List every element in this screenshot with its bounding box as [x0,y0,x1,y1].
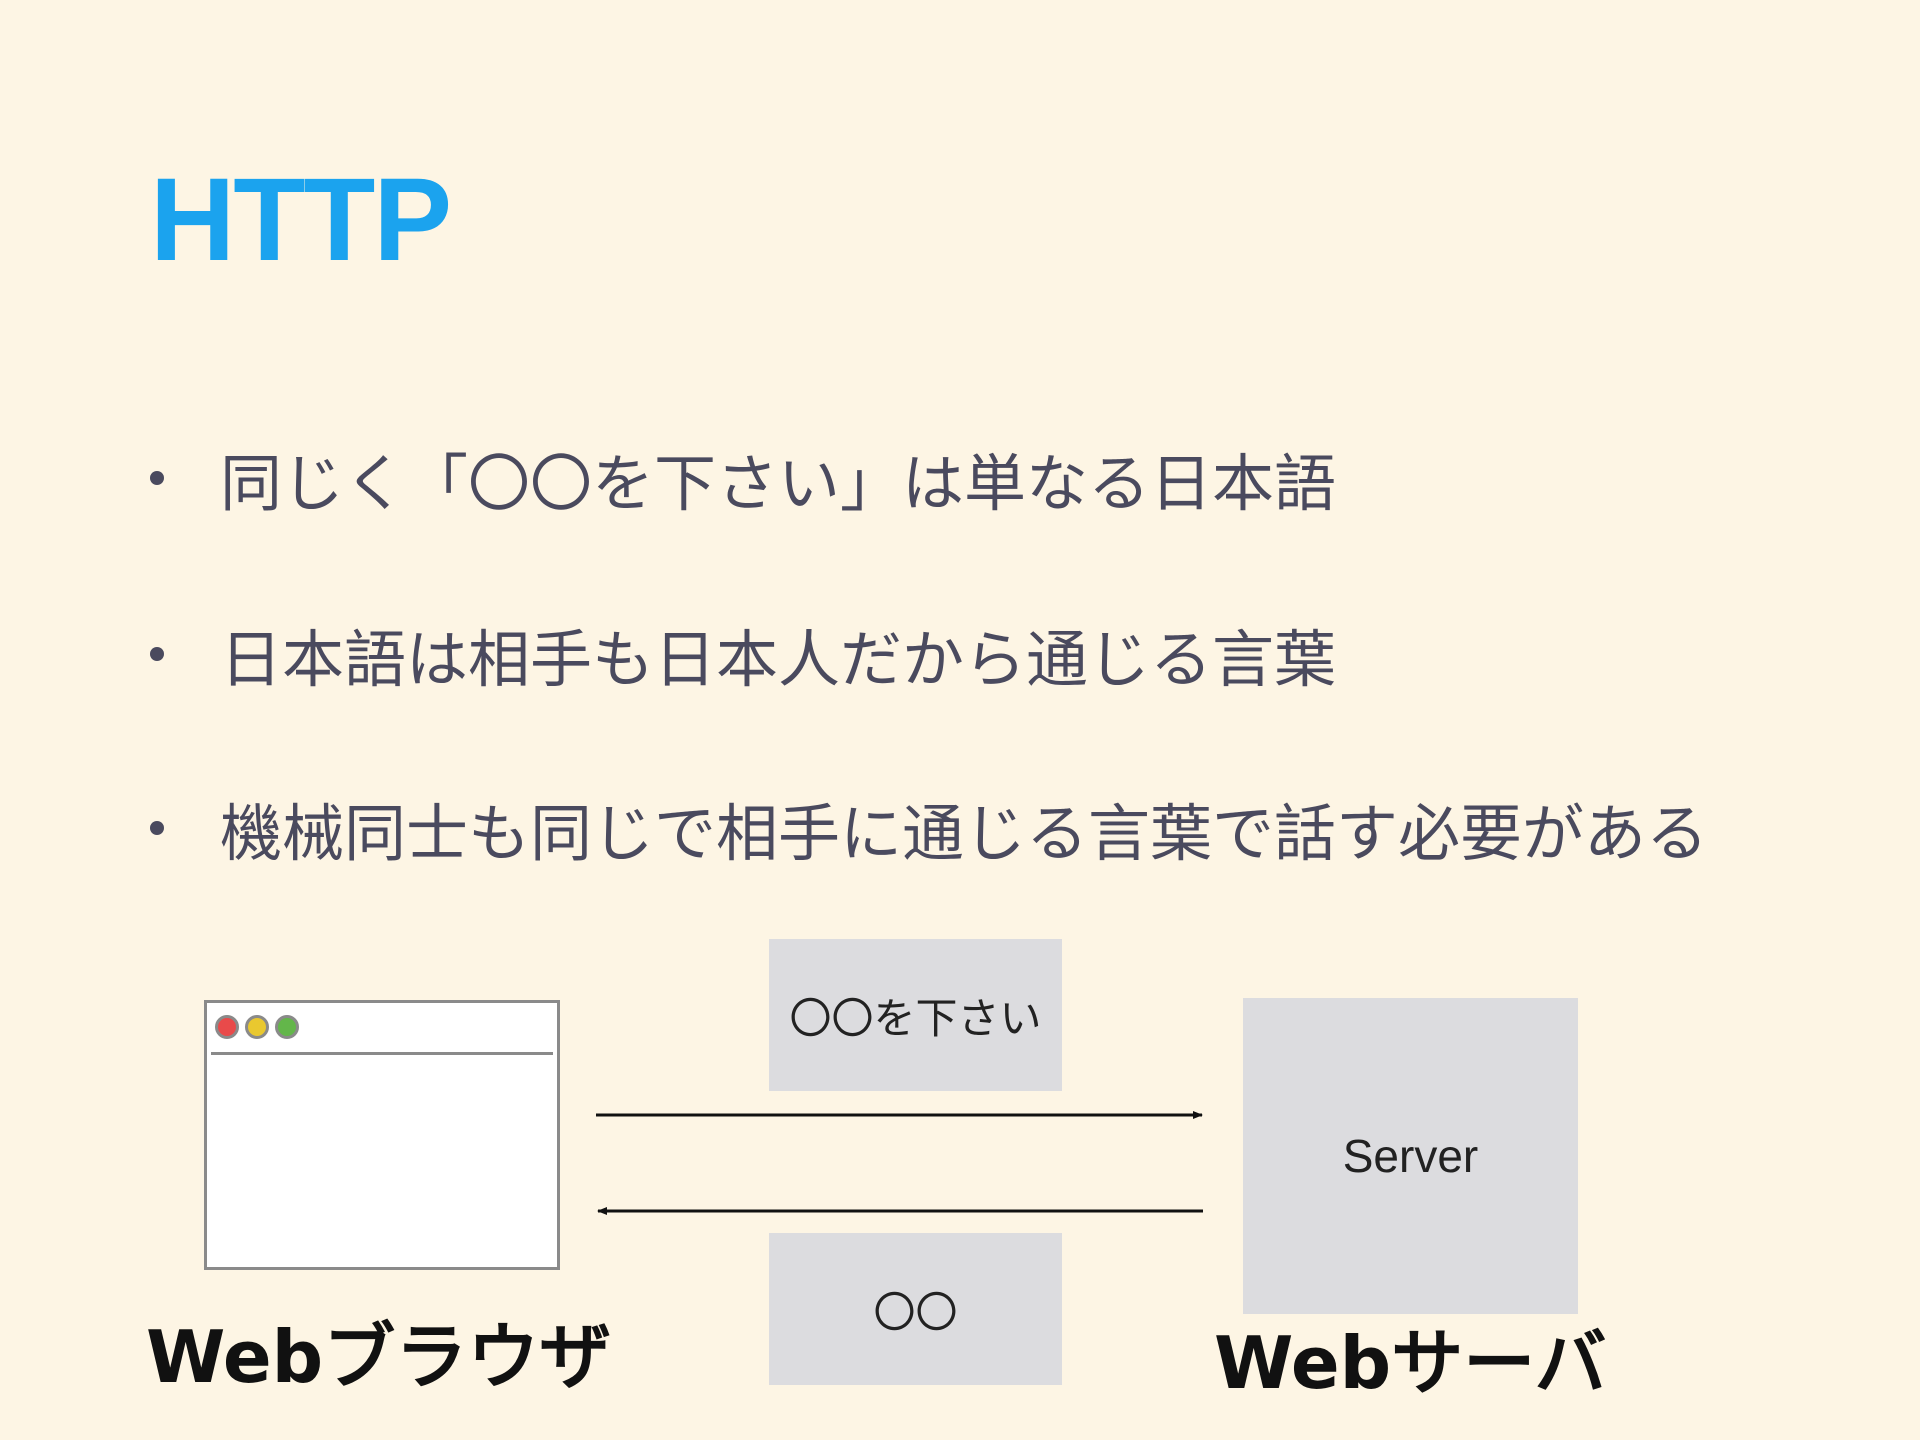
bullet-item: 同じく「〇〇を下さい」は単なる日本語 [150,428,1336,528]
bullet-item: 機械同士も同じで相手に通じる言葉で話す必要がある [150,778,1708,878]
minimize-dot-icon [245,1015,269,1039]
browser-toolbar-divider [211,1052,553,1055]
server-caption: Webサーバ [1214,1321,1607,1405]
bullet-text: 同じく「〇〇を下さい」は単なる日本語 [220,447,1337,520]
bullet-text: 日本語は相手も日本人だから通じる言葉 [220,623,1337,696]
bullet-dot-icon [150,821,164,835]
request-message-label: 〇〇を下さい [789,993,1042,1043]
request-message-box: 〇〇を下さい [769,939,1062,1091]
browser-window-icon [204,1000,560,1270]
maximize-dot-icon [275,1015,299,1039]
response-message-box: 〇〇 [769,1233,1062,1385]
bullet-dot-icon [150,471,164,485]
bullet-text: 機械同士も同じで相手に通じる言葉で話す必要がある [220,797,1709,870]
close-dot-icon [215,1015,239,1039]
bullet-item: 日本語は相手も日本人だから通じる言葉 [150,604,1336,704]
browser-caption: Webブラウザ [146,1315,612,1399]
bullet-dot-icon [150,647,164,661]
server-label: Server [1342,1130,1479,1182]
server-box: Server [1243,998,1578,1314]
response-message-label: 〇〇 [873,1287,958,1337]
page-title: HTTP [150,154,452,286]
